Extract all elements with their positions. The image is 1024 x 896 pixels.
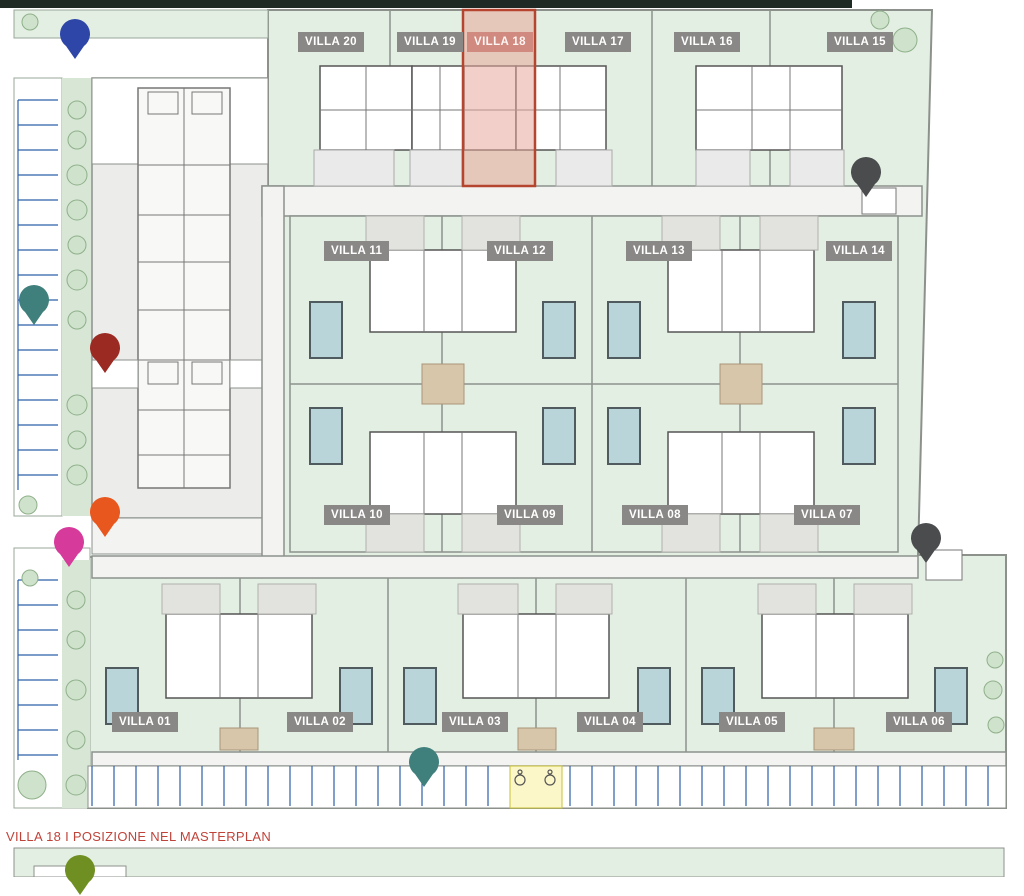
villa-label[interactable]: VILLA 16: [674, 32, 740, 52]
location-pin-icon[interactable]: [16, 282, 52, 326]
villa-label[interactable]: VILLA 04: [577, 712, 643, 732]
roads: [91, 185, 1007, 767]
plan-caption: VILLA 18 I POSIZIONE NEL MASTERPLAN: [6, 829, 272, 844]
trees: [17, 10, 1005, 800]
location-pin-icon[interactable]: [87, 494, 123, 538]
villa-label[interactable]: VILLA 15: [827, 32, 893, 52]
location-pin-icon[interactable]: [87, 330, 123, 374]
wheelchair-icon: [514, 769, 556, 786]
villa-label[interactable]: VILLA 17: [565, 32, 631, 52]
villa-label[interactable]: VILLA 19: [397, 32, 463, 52]
villa-label[interactable]: VILLA 02: [287, 712, 353, 732]
villa-label[interactable]: VILLA 03: [442, 712, 508, 732]
villa-buildings-top: [319, 65, 843, 151]
villa-label[interactable]: VILLA 05: [719, 712, 785, 732]
location-pin-icon[interactable]: [406, 744, 442, 788]
villa-label[interactable]: VILLA 08: [622, 505, 688, 525]
location-pin-icon[interactable]: [848, 154, 884, 198]
villa-label[interactable]: VILLA 11: [324, 241, 390, 261]
villa-label[interactable]: VILLA 12: [487, 241, 553, 261]
masterplan-drawing: [0, 0, 1007, 877]
villa-label[interactable]: VILLA 09: [497, 505, 563, 525]
villa-label[interactable]: VILLA 20: [298, 32, 364, 52]
villa-label[interactable]: VILLA 14: [826, 241, 892, 261]
villa-label[interactable]: VILLA 01: [112, 712, 178, 732]
pools-middle: [309, 301, 876, 465]
location-pin-icon[interactable]: [908, 520, 944, 564]
villa-label-selected[interactable]: VILLA 18: [467, 32, 533, 52]
villa-buildings-bottom: [165, 613, 909, 699]
villa-label[interactable]: VILLA 07: [794, 505, 860, 525]
villa-label[interactable]: VILLA 06: [886, 712, 952, 732]
villa-buildings-middle: [369, 249, 815, 515]
location-pin-icon[interactable]: [57, 16, 93, 60]
parking-left: [17, 99, 58, 760]
villa-label[interactable]: VILLA 10: [324, 505, 390, 525]
location-pin-icon[interactable]: [62, 852, 98, 896]
villa-label[interactable]: VILLA 13: [626, 241, 692, 261]
location-pin-icon[interactable]: [51, 524, 87, 568]
